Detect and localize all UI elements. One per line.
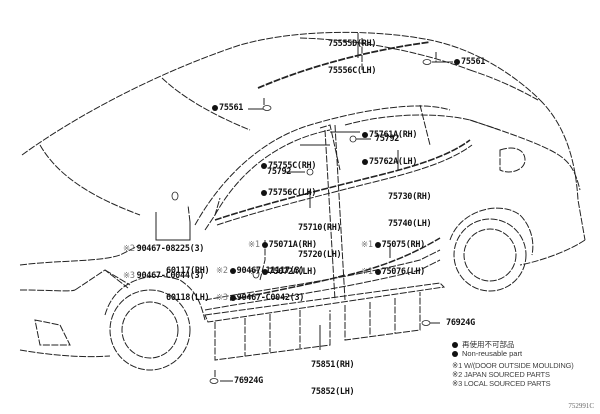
part-number-rh: 75710(RH): [298, 223, 342, 233]
part-number-rh: 60117(RH): [166, 266, 210, 276]
non-reusable-dot-icon: [229, 267, 236, 274]
part-number: 76924G: [446, 318, 475, 328]
note-mark: ※3: [123, 271, 135, 281]
non-reusable-dot-icon: [362, 131, 368, 138]
clip-icon: [421, 320, 431, 326]
clip-icon: [306, 168, 314, 176]
legend-non-reusable-jp: 再使用不可部品: [452, 340, 574, 349]
callout-front-door-moulding: ※1 75071A(RH) ※1 75072A(LH): [248, 223, 317, 286]
non-reusable-dot-icon: [362, 158, 368, 165]
non-reusable-dot-icon: [452, 341, 458, 348]
legend-text: 再使用不可部品: [462, 340, 515, 349]
non-reusable-dot-icon: [261, 241, 268, 248]
part-number: 90467-08225(3): [136, 244, 205, 254]
non-reusable-dot-icon: [261, 189, 267, 196]
non-reusable-dot-icon: [261, 162, 267, 169]
legend: 再使用不可部品 Non-reusable part ※1 W/(DOOR OUT…: [452, 340, 574, 388]
non-reusable-dot-icon: [374, 268, 381, 275]
callout-clip-76924G-rear: 76924G: [446, 319, 475, 328]
non-reusable-dot-icon: [452, 350, 458, 357]
part-number-rh: 75075(RH): [381, 240, 426, 250]
callout-front-pillar-garnish: 75755C(RH) 75756C(LH): [261, 144, 316, 207]
callout-fender-liner: 60117(RH) 60118(LH): [166, 249, 210, 312]
note-mark: ※1: [248, 240, 260, 250]
clip-icon: [422, 59, 432, 65]
part-number-lh: 75072A(LH): [268, 267, 317, 277]
non-reusable-dot-icon: [374, 241, 381, 248]
callout-clip-75792-rear: 75792: [375, 135, 399, 144]
note-mark: ※3: [216, 293, 228, 303]
part-number-lh: 75076(LH): [381, 267, 426, 277]
part-number-lh: 60118(LH): [166, 293, 210, 303]
callout-clip-rear: 75561: [454, 58, 485, 67]
non-reusable-dot-icon: [454, 58, 460, 65]
clip-icon: [252, 269, 260, 279]
part-number-lh: 75762A(LH): [369, 157, 418, 167]
legend-note-1: ※1 W/(DOOR OUTSIDE MOULDING): [452, 361, 574, 370]
non-reusable-dot-icon: [229, 294, 236, 301]
part-number: 90467-11117(3): [236, 266, 305, 276]
legend-note-2: ※2 JAPAN SOURCED PARTS: [452, 370, 550, 379]
callout-clip-75792-front: 75792: [267, 168, 291, 177]
callout-rear-belt-moulding: 75730(RH) 75740(LH): [388, 175, 432, 238]
figure-id: 752991C: [568, 402, 594, 410]
part-number: 75561: [461, 57, 486, 67]
non-reusable-dot-icon: [212, 104, 218, 111]
note-mark: ※1: [248, 267, 260, 277]
part-number-lh: 75852(LH): [311, 387, 355, 397]
clip-icon: [209, 378, 219, 384]
callout-rocker-moulding: 75851(RH) 75852(LH): [311, 343, 355, 406]
part-number-rh: 75851(RH): [311, 360, 355, 370]
callout-rear-door-moulding: ※1 75075(RH) ※1 75076(LH): [361, 223, 425, 286]
part-number-rh: 75730(RH): [388, 192, 432, 202]
callout-rear-pillar-garnish: 75761A(RH) 75762A(LH): [362, 113, 417, 176]
legend-non-reusable-en: Non-reusable part: [452, 349, 574, 358]
part-number-rh: 75755C(RH): [268, 161, 317, 171]
part-number: 75792: [375, 134, 400, 144]
part-number: 90467-C0044(3): [136, 271, 205, 281]
part-number-lh: 75720(LH): [298, 250, 342, 260]
clip-icon: [349, 135, 357, 143]
part-number: 76924G: [234, 376, 263, 386]
clip-icon: [262, 105, 272, 111]
legend-text: Non-reusable part: [462, 349, 523, 358]
note-mark: ※1: [361, 240, 373, 250]
part-number-rh: 75761A(RH): [369, 130, 418, 140]
callout-door-clips: ※2 90467-11117(3) ※3 90467-C0042(3): [216, 249, 304, 312]
part-number-lh: 75756C(LH): [268, 188, 317, 198]
non-reusable-dot-icon: [261, 268, 268, 275]
callout-clip-76924G-front: 76924G: [234, 377, 263, 386]
callout-roof-moulding: 75555D(RH) 75556C(LH): [328, 22, 376, 85]
note-mark: ※1: [361, 267, 373, 277]
screw-icon: [171, 191, 179, 201]
note-mark: ※2: [123, 244, 135, 254]
part-number-lh: 75740(LH): [388, 219, 432, 229]
part-number-rh: 75071A(RH): [268, 240, 317, 250]
part-number-rh: 75555D(RH): [328, 39, 377, 49]
part-number: 75792: [267, 167, 292, 177]
legend-note-3: ※3 LOCAL SOURCED PARTS: [452, 379, 551, 388]
part-number: 90467-C0042(3): [236, 293, 305, 303]
part-number: 75561: [219, 103, 244, 113]
part-number-lh: 75556C(LH): [328, 66, 377, 76]
callout-front-belt-moulding: 75710(RH) 75720(LH): [298, 206, 342, 269]
note-mark: ※2: [216, 266, 228, 276]
callout-clip-front: 75561: [212, 104, 243, 113]
